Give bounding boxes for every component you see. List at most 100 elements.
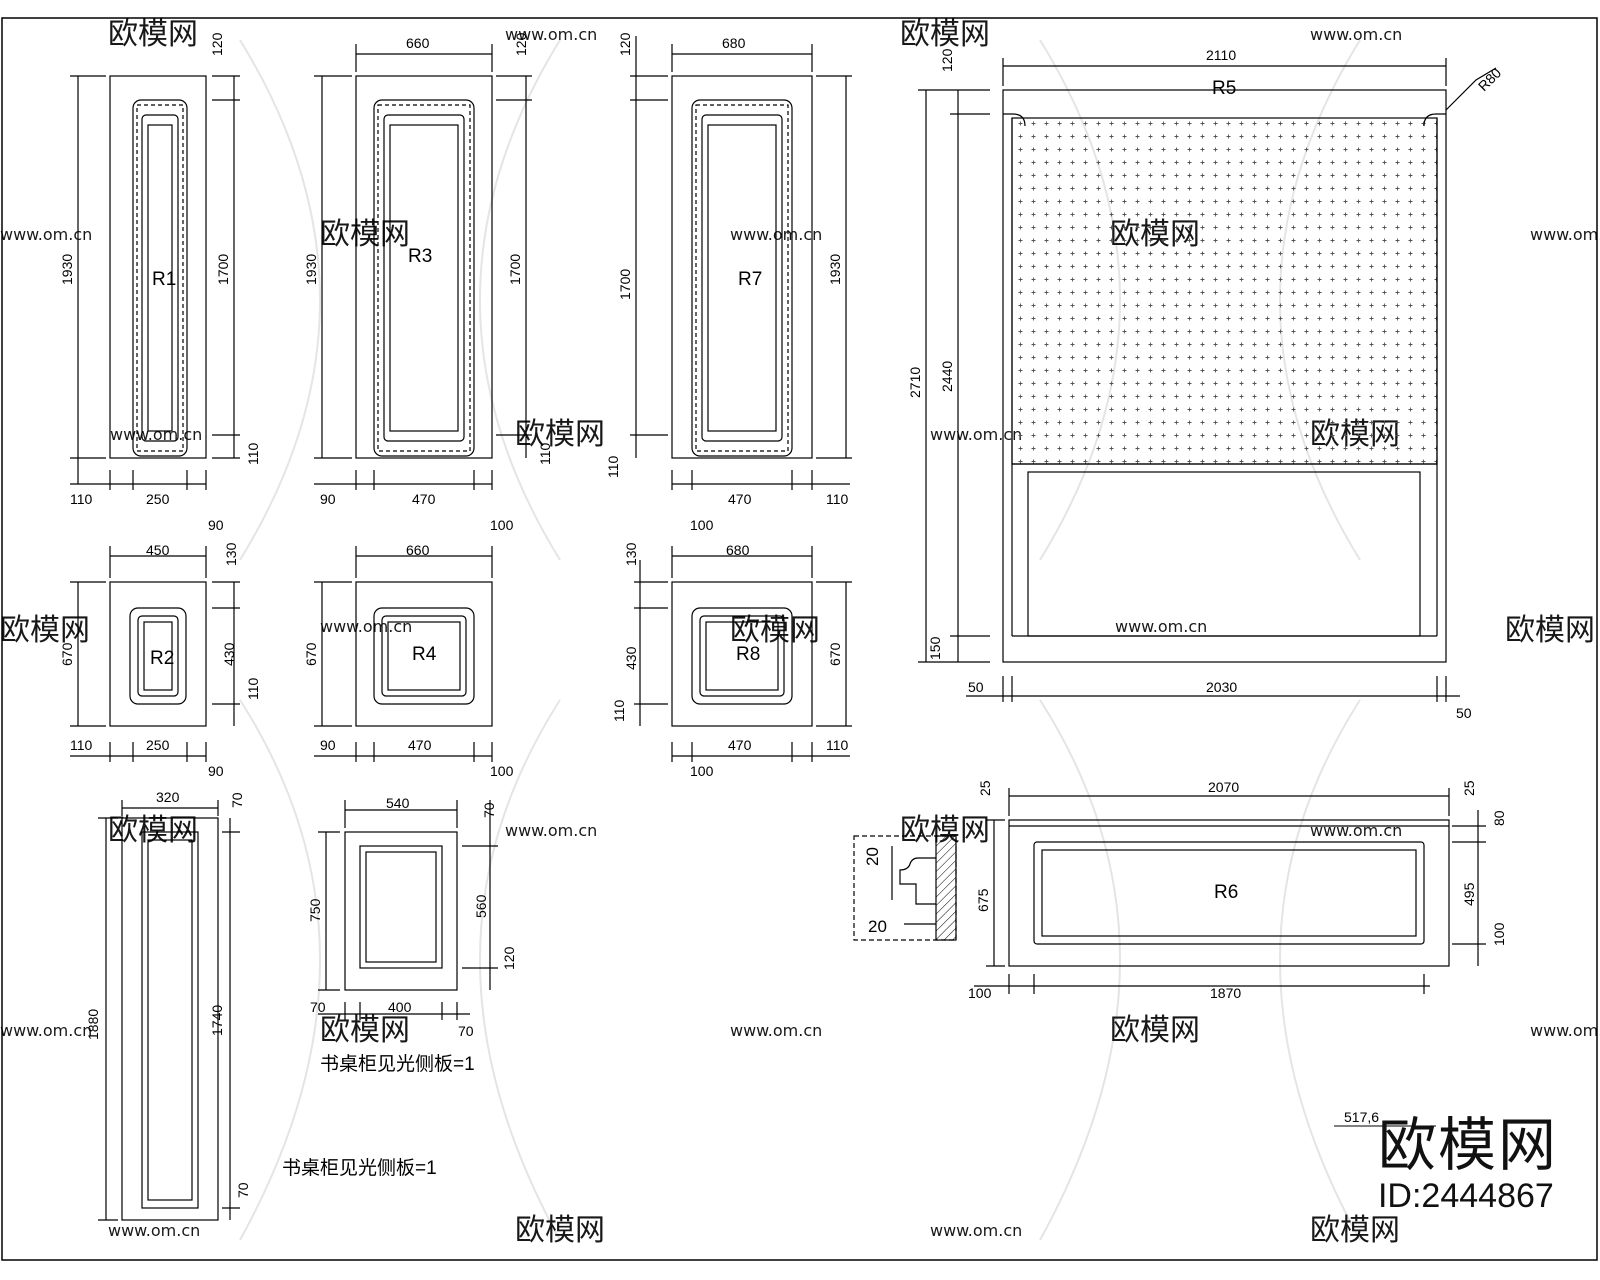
note-text: 书桌柜见光侧板=1 bbox=[282, 1157, 437, 1179]
dimension-text: 120 bbox=[513, 32, 529, 56]
dimension-text: 430 bbox=[221, 642, 237, 666]
dimension-text: 1880 bbox=[85, 1009, 101, 1040]
dimension-text: 1700 bbox=[507, 254, 523, 285]
dimension-text: 1930 bbox=[59, 254, 75, 285]
panel-outline bbox=[344, 831, 458, 991]
dimension-text: 70 bbox=[310, 999, 326, 1015]
panel-molding-inner bbox=[383, 114, 465, 442]
watermark-url: www.om.cn bbox=[505, 25, 597, 44]
dimension-text: 250 bbox=[146, 737, 170, 753]
dimension-text: 90 bbox=[208, 763, 224, 779]
panel-r7-text: R7 680 120 1700 1930 110 100 470 110 bbox=[605, 32, 849, 533]
dimension-text: 120 bbox=[939, 48, 955, 72]
dimension-text: 670 bbox=[827, 642, 843, 666]
watermark-url: www.om.cn bbox=[0, 1021, 92, 1040]
panel-r2 bbox=[70, 546, 240, 762]
dimension-text: 660 bbox=[406, 35, 430, 51]
panel-molding-outer bbox=[373, 607, 475, 705]
watermark-url: www.om.cn bbox=[1115, 617, 1207, 636]
panel-r1 bbox=[70, 75, 240, 490]
dimension-text: 2110 bbox=[1206, 47, 1236, 63]
watermark-brand: 欧模网 bbox=[730, 613, 820, 648]
panel-pattern-area bbox=[1011, 117, 1438, 465]
dimension-text: 320 bbox=[156, 789, 180, 805]
side-panel-tall bbox=[98, 800, 240, 1221]
panel-molding-outer bbox=[691, 607, 793, 705]
panel-r3-text: R3 660 120 1930 1700 110 90 470 100 bbox=[303, 32, 553, 533]
dimension-text: 110 bbox=[70, 491, 93, 507]
dimension-text: 670 bbox=[303, 642, 319, 666]
panel-r7 bbox=[630, 36, 852, 490]
panel-label: R8 bbox=[736, 644, 760, 665]
panel-field bbox=[365, 851, 437, 963]
panel-r5 bbox=[918, 58, 1497, 702]
watermark-url: www.om.cn bbox=[0, 225, 92, 244]
molding-profile-text: 20 20 bbox=[863, 847, 887, 936]
panel-outline bbox=[121, 817, 219, 1221]
panel-label: R1 bbox=[152, 269, 176, 290]
dimension-text: 25 bbox=[1461, 780, 1477, 796]
dimension-text: 1930 bbox=[827, 254, 843, 285]
watermark-arcs bbox=[239, 39, 1361, 1241]
dimension-text: 110 bbox=[70, 737, 93, 753]
dimension-text: 20 bbox=[863, 847, 882, 866]
dimension-text: 120 bbox=[617, 32, 633, 56]
panel-molding-outer bbox=[132, 99, 188, 457]
dimension-text: 50 bbox=[968, 679, 984, 695]
panel-molding-outer bbox=[129, 607, 187, 705]
panel-outline bbox=[671, 581, 813, 727]
panel-molding-inner bbox=[137, 615, 179, 697]
dimension-text: 2030 bbox=[1206, 679, 1237, 695]
dimension-text: 120 bbox=[501, 946, 517, 970]
panel-label: R5 bbox=[1212, 78, 1236, 99]
dimension-text: 100 bbox=[1491, 922, 1507, 946]
panel-molding-dashed bbox=[695, 104, 789, 452]
panel-outline bbox=[671, 75, 813, 459]
panel-molding-outer bbox=[373, 99, 475, 457]
side-panel-small bbox=[318, 800, 498, 1020]
molding-profile-detail bbox=[853, 835, 957, 941]
watermark-url: www.om.cn bbox=[1310, 25, 1402, 44]
panel-top-molding bbox=[1003, 113, 1446, 127]
dimension-text: 495 bbox=[1461, 882, 1477, 906]
panel-field bbox=[389, 124, 459, 432]
watermark-url: www.om.cn bbox=[730, 1021, 822, 1040]
dimension-text: 1700 bbox=[215, 254, 231, 285]
panel-molding-inner bbox=[701, 114, 783, 442]
dimension-text: 110 bbox=[537, 442, 553, 465]
watermark-url: www.om.cn bbox=[320, 617, 412, 636]
watermark-brand: 欧模网 bbox=[1310, 1213, 1400, 1248]
dimension-text: 90 bbox=[320, 737, 336, 753]
panel-field bbox=[705, 621, 779, 691]
dimension-text: 680 bbox=[722, 35, 746, 51]
panel-field bbox=[387, 621, 461, 691]
panel-outline bbox=[355, 75, 493, 459]
dimension-text: 2070 bbox=[1208, 779, 1239, 795]
dimension-text: 150 bbox=[927, 636, 943, 660]
dimension-text: 2710 bbox=[907, 367, 923, 398]
dimension-text: 100 bbox=[490, 763, 514, 779]
dimension-text: 110 bbox=[611, 699, 627, 722]
dimension-text: 70 bbox=[458, 1023, 474, 1039]
panel-label: R2 bbox=[150, 648, 174, 669]
watermark-brand: 欧模网 bbox=[108, 813, 198, 848]
dimension-text: 120 bbox=[209, 32, 225, 56]
dimension-text: 1700 bbox=[617, 269, 633, 300]
panel-molding-inner bbox=[141, 114, 179, 442]
dimension-text: 100 bbox=[968, 985, 992, 1001]
sheet-border bbox=[1, 17, 1598, 1261]
dimension-text: 430 bbox=[623, 646, 639, 670]
dimension-text: 110 bbox=[826, 737, 849, 753]
dimension-text: 100 bbox=[490, 517, 514, 533]
dimension-text: 70 bbox=[481, 802, 497, 818]
dimension-text: 660 bbox=[406, 542, 430, 558]
dimension-text: 517,6 bbox=[1344, 1109, 1379, 1125]
watermark-url: www.om.cn bbox=[108, 1221, 200, 1240]
watermark-brand: 欧模网 bbox=[900, 17, 990, 52]
note-text: 书桌柜见光侧板=1 bbox=[320, 1053, 475, 1075]
side-panel-small-text: 540 70 750 560 120 70 400 70 bbox=[307, 795, 517, 1039]
panel-outline bbox=[109, 581, 207, 727]
panel-r4 bbox=[314, 546, 493, 762]
dimension-text: 670 bbox=[59, 642, 75, 666]
dimension-text: 20 bbox=[868, 917, 887, 936]
